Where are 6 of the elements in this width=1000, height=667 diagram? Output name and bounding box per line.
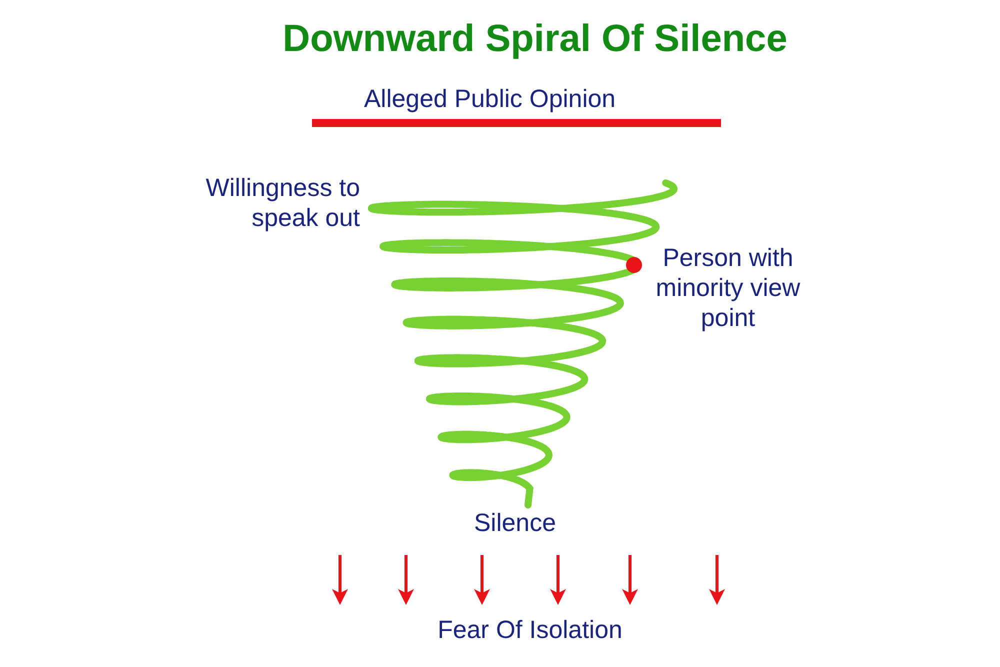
label-text: Silence xyxy=(473,508,557,538)
label-text: Person with minority view point xyxy=(654,243,802,333)
label-text: Fear Of Isolation xyxy=(436,615,624,645)
diagram-title: Downward Spiral Of Silence xyxy=(282,18,788,61)
label-text: Willingness to speak out xyxy=(204,173,360,233)
label-text: Alleged Public Opinion xyxy=(364,84,617,114)
